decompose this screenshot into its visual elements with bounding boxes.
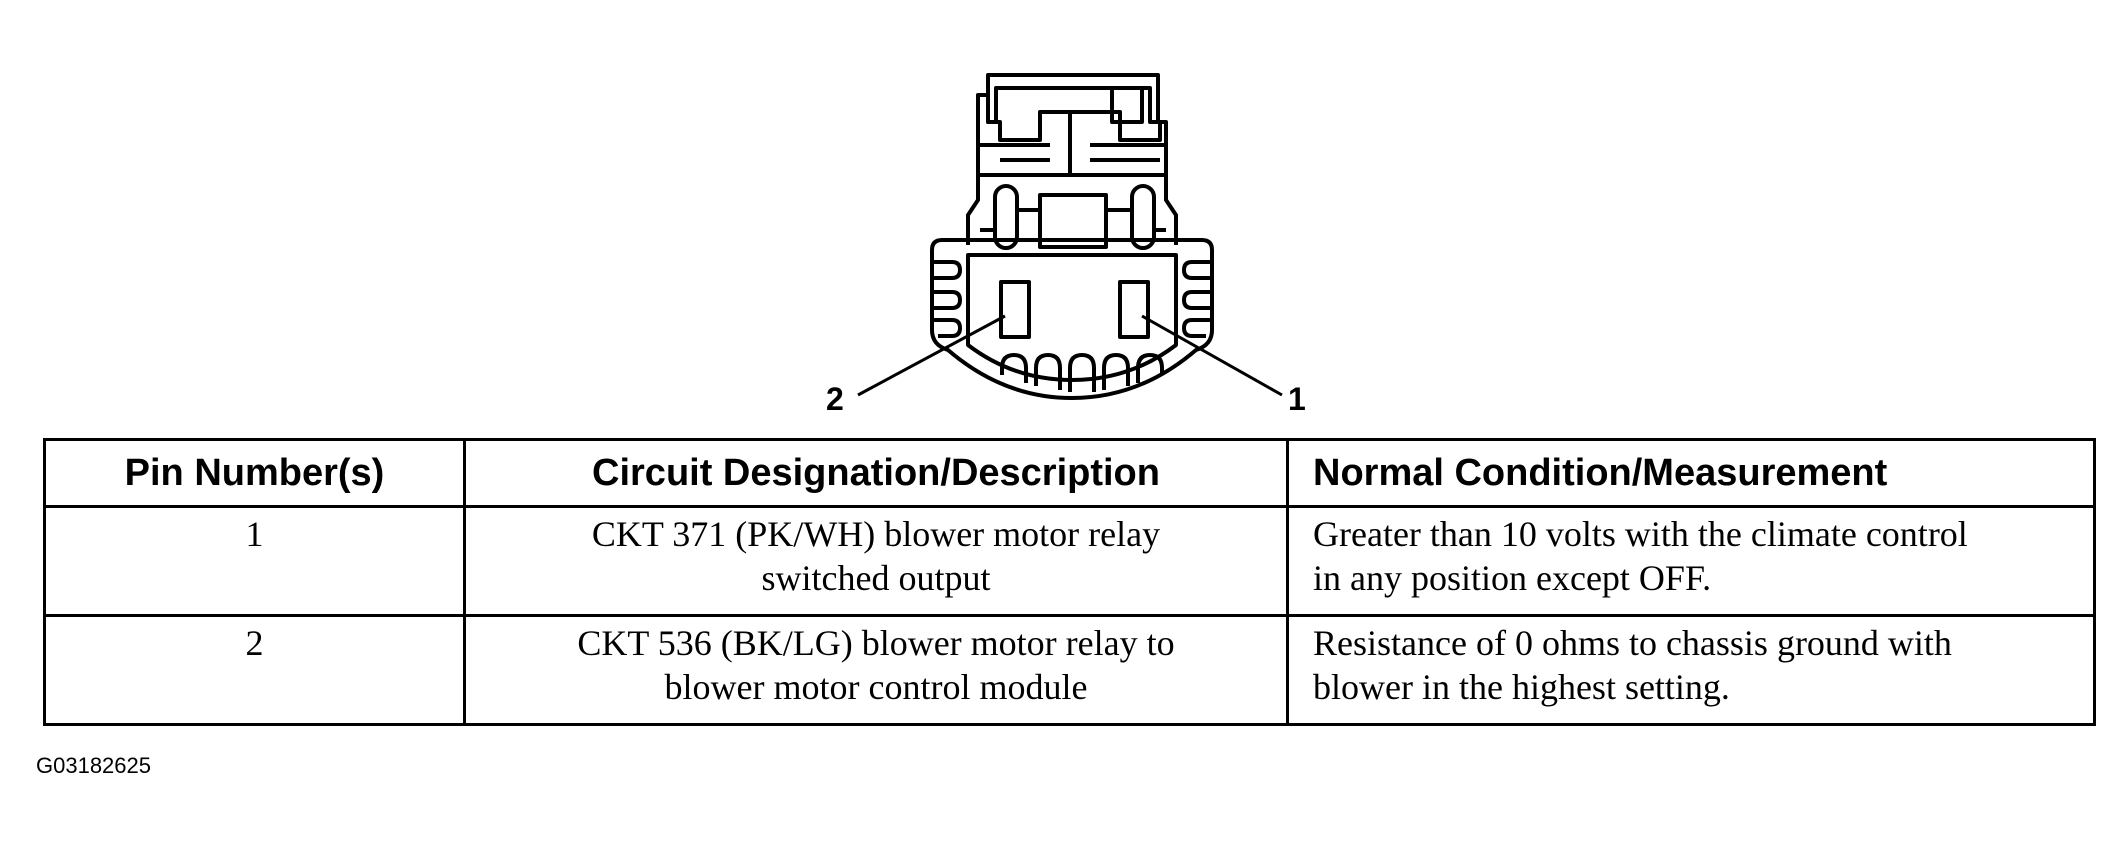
- connector-rib: [1182, 260, 1212, 280]
- header-normal-condition: Normal Condition/Measurement: [1286, 438, 2096, 508]
- connector-slot: [1130, 184, 1156, 250]
- connector-latch-tab: [1110, 86, 1144, 124]
- connector-rib: [932, 290, 962, 310]
- pin-1-callout: 1: [1288, 381, 1306, 417]
- header-circuit: Circuit Designation/Description: [463, 438, 1289, 508]
- cell-pin: 1: [43, 505, 466, 617]
- connector-face: [857, 73, 1283, 400]
- table-header-row: Pin Number(s) Circuit Designation/Descri…: [43, 438, 2096, 508]
- connector-upper-bars: [978, 112, 1166, 175]
- connector-rib: [932, 260, 962, 280]
- header-pin-number: Pin Number(s): [43, 438, 466, 508]
- connector-neck: [966, 175, 1178, 245]
- connector-center-block: [1038, 193, 1108, 249]
- cell-line: blower in the highest setting.: [1313, 667, 1730, 707]
- cell-line: Resistance of 0 ohms to chassis ground w…: [1313, 623, 1952, 663]
- cell-line: in any position except OFF.: [1313, 558, 1712, 598]
- pin-2-terminal: [999, 280, 1031, 339]
- cell-line: CKT 536 (BK/LG) blower motor relay to: [577, 623, 1175, 663]
- connector-slot: [993, 184, 1019, 250]
- cell-pin: 2: [43, 614, 466, 726]
- connector-inner-wall: [966, 253, 1178, 382]
- cell-line: switched output: [761, 558, 991, 598]
- cell-line: blower motor control module: [664, 667, 1088, 707]
- pin-2-callout: 2: [826, 381, 844, 417]
- connector-latch: [986, 73, 1160, 124]
- pin-table: Pin Number(s) Circuit Designation/Descri…: [43, 438, 2096, 726]
- cell-line: Greater than 10 volts with the climate c…: [1313, 514, 1968, 554]
- figure-id: G03182625: [36, 753, 151, 778]
- connector-upper-housing: [976, 93, 1168, 177]
- cell-normal-condition: Resistance of 0 ohms to chassis ground w…: [1286, 614, 2096, 726]
- connector-rib: [934, 318, 962, 338]
- connector-rib: [1182, 290, 1212, 310]
- connector-bottom-keys: [1000, 353, 1164, 392]
- pin-2-leader-line: [857, 314, 1006, 397]
- connector-rib: [1182, 318, 1210, 338]
- cell-normal-condition: Greater than 10 volts with the climate c…: [1286, 505, 2096, 617]
- connector-neck-lines: [980, 208, 1166, 232]
- cell-circuit: CKT 371 (PK/WH) blower motor relay switc…: [463, 505, 1289, 617]
- cell-circuit: CKT 536 (BK/LG) blower motor relay to bl…: [463, 614, 1289, 726]
- connector-body: [930, 238, 1214, 400]
- table-row: 2 CKT 536 (BK/LG) blower motor relay to …: [43, 614, 2096, 726]
- table-row: 1 CKT 371 (PK/WH) blower motor relay swi…: [43, 505, 2096, 617]
- cell-line: CKT 371 (PK/WH) blower motor relay: [591, 514, 1161, 554]
- connector-diagram: 2 1: [826, 73, 1306, 417]
- pin-1-terminal: [1118, 280, 1150, 339]
- pin-1-leader-line: [1141, 314, 1283, 397]
